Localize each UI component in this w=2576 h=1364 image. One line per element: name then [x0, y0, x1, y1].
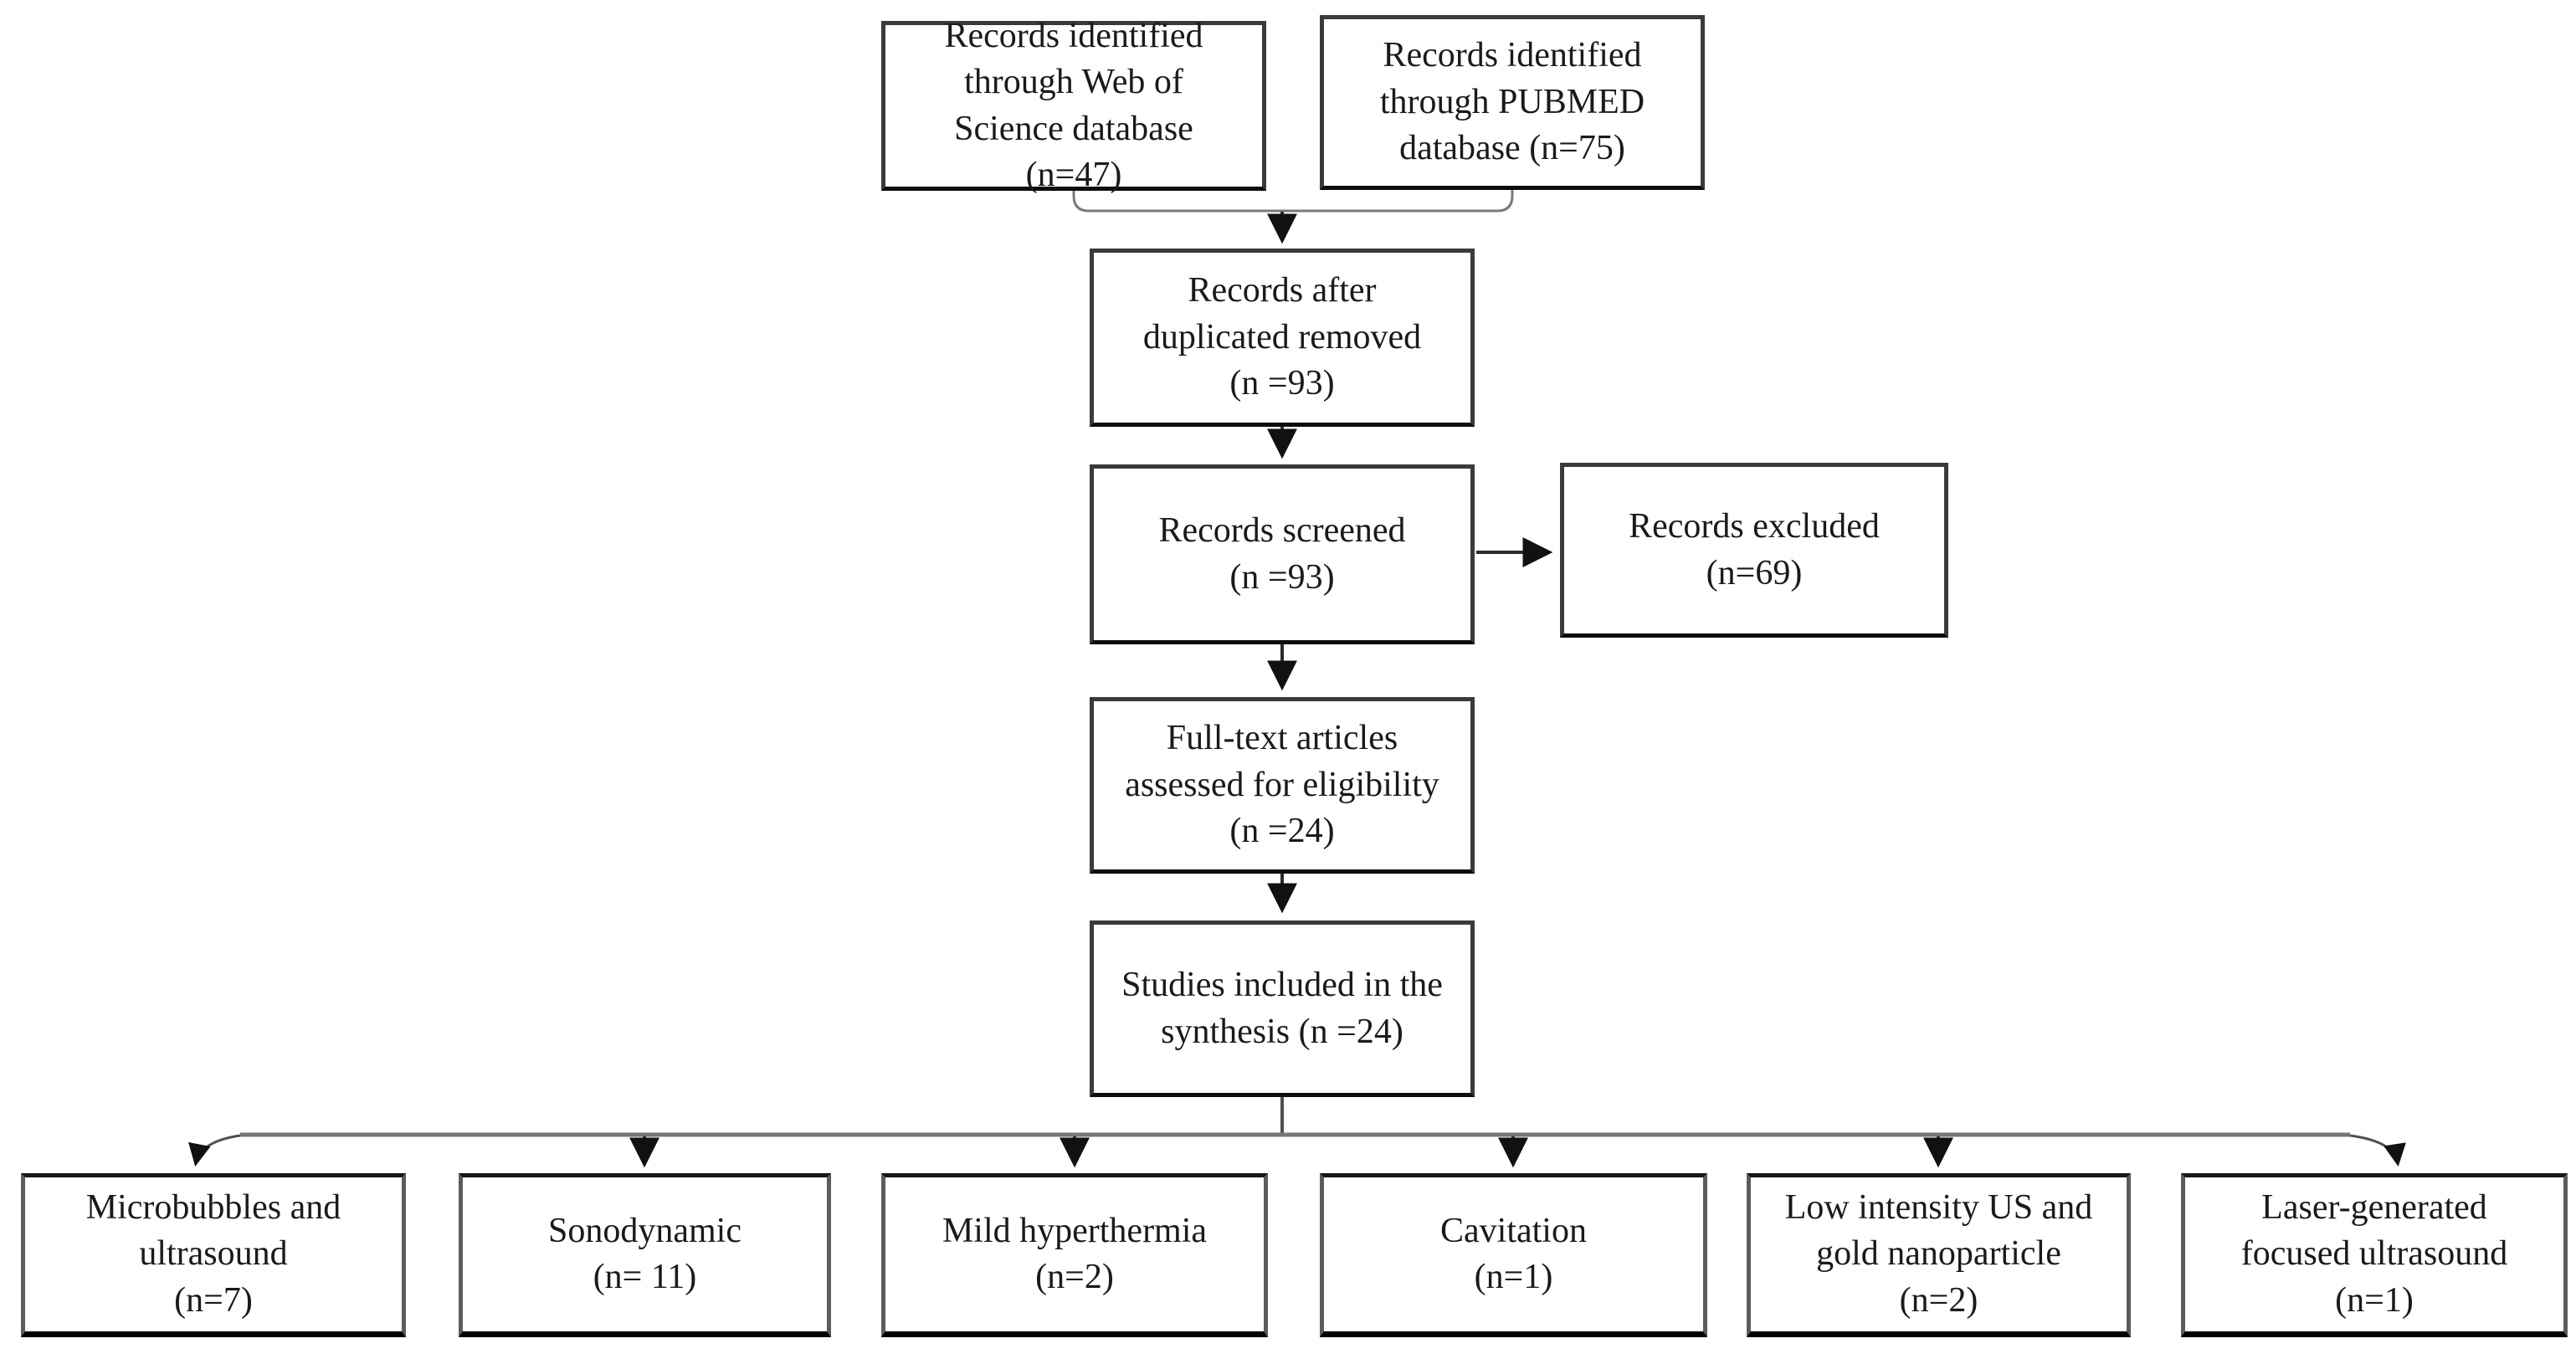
node-mild-hyperthermia: Mild hyperthermia (n=2): [881, 1173, 1268, 1337]
node-label: Records screened (n =93): [1158, 511, 1406, 597]
merge-bracket-line: [1072, 190, 1514, 213]
node-screened: Records screened (n =93): [1090, 464, 1475, 644]
node-label: Records identified through Web of Scienc…: [944, 16, 1203, 194]
node-label: Studies included in the synthesis (n =24…: [1121, 966, 1443, 1051]
node-label: Records identified through PUBMED databa…: [1379, 36, 1645, 168]
node-label: Records after duplicated removed (n =93): [1142, 271, 1422, 403]
branch-arrow-left-hook: [188, 1134, 241, 1167]
node-laser-focused: Laser-generated focused ultrasound (n=1): [2181, 1173, 2568, 1337]
node-cavitation: Cavitation (n=1): [1320, 1173, 1707, 1337]
node-pubmed: Records identified through PUBMED databa…: [1320, 15, 1705, 190]
node-full-text: Full-text articles assessed for eligibil…: [1090, 697, 1475, 874]
node-label: Full-text articles assessed for eligibil…: [1125, 719, 1439, 851]
node-label: Mild hyperthermia (n=2): [942, 1211, 1208, 1296]
node-label: Sonodynamic (n= 11): [548, 1211, 741, 1296]
node-included: Studies included in the synthesis (n =24…: [1090, 920, 1475, 1097]
branch-arrow-right-hook: [2349, 1134, 2406, 1167]
node-label: Records excluded (n=69): [1629, 507, 1880, 592]
node-label: Low intensity US and gold nanoparticle (…: [1784, 1187, 2093, 1320]
node-microbubbles: Microbubbles and ultrasound (n=7): [21, 1173, 406, 1337]
node-after-duplicates: Records after duplicated removed (n =93): [1090, 249, 1475, 427]
node-sonodynamic: Sonodynamic (n= 11): [459, 1173, 831, 1337]
node-web-of-science: Records identified through Web of Scienc…: [881, 17, 1266, 194]
node-excluded: Records excluded (n=69): [1560, 463, 1948, 638]
node-label: Microbubbles and ultrasound (n=7): [85, 1187, 341, 1320]
node-label: Cavitation (n=1): [1440, 1211, 1587, 1296]
node-label: Laser-generated focused ultrasound (n=1): [2240, 1187, 2508, 1320]
node-low-intensity: Low intensity US and gold nanoparticle (…: [1747, 1173, 2131, 1337]
